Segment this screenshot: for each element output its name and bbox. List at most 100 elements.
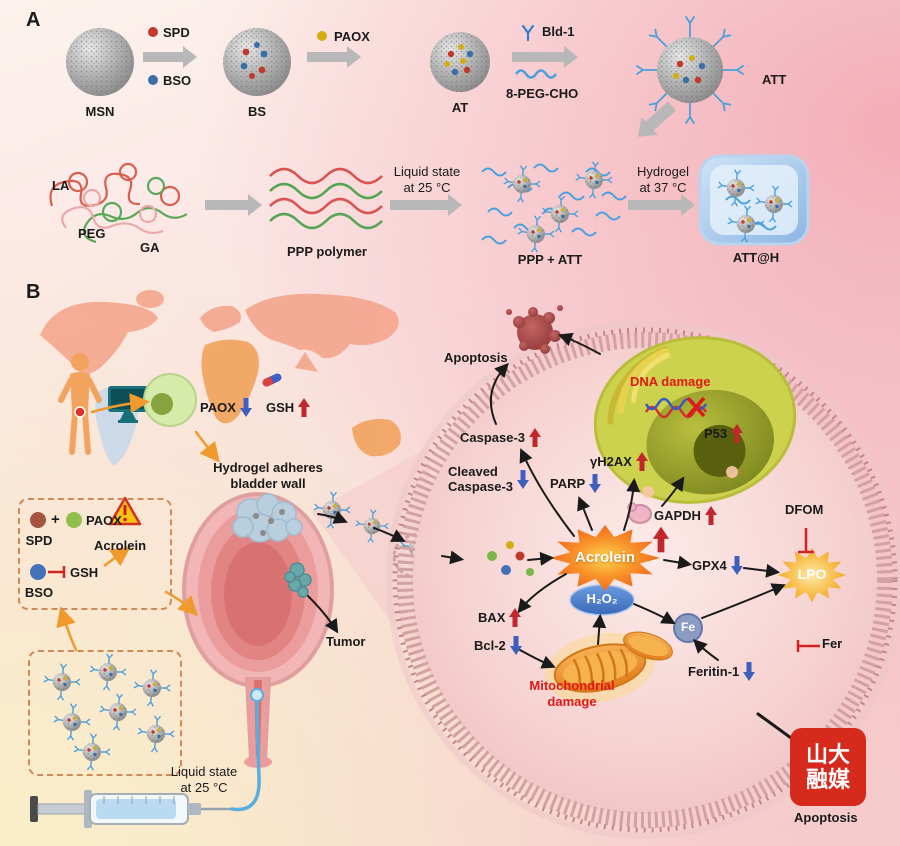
gpx4-down-arrow bbox=[731, 556, 743, 575]
paox-down-arrow bbox=[240, 398, 252, 417]
atth-hydrogel-block bbox=[698, 154, 810, 246]
adheres-label: Hydrogel adheres bladder wall bbox=[213, 460, 323, 492]
bcl2-label: Bcl-2 bbox=[474, 638, 506, 653]
cleaved-caspase3-row: Cleaved Caspase-3 bbox=[448, 464, 529, 494]
arrow-row1-row2 bbox=[637, 101, 677, 137]
nanoparticle-box bbox=[28, 650, 182, 776]
bs-sphere bbox=[223, 28, 291, 96]
panel-a-label: A bbox=[26, 9, 41, 31]
panel-b-label: B bbox=[26, 281, 41, 303]
arrow-at-att bbox=[512, 46, 578, 68]
logo-line2: 融媒 bbox=[805, 767, 850, 792]
copolymer-coils bbox=[49, 162, 188, 244]
plus-sign: + bbox=[51, 511, 60, 528]
ppp-polymer-label: PPP polymer bbox=[287, 244, 367, 259]
arrow-bs-at bbox=[307, 46, 361, 68]
mitochondria bbox=[544, 631, 673, 704]
ppp-polymer-waves bbox=[269, 167, 383, 230]
peg-label: PEG bbox=[78, 226, 106, 241]
catheter-tube bbox=[230, 698, 261, 812]
bax-label: BAX bbox=[478, 610, 506, 625]
released-cargo-dots bbox=[487, 541, 534, 576]
gapdh-row: GAPDH bbox=[654, 506, 717, 525]
parp-down-arrow bbox=[589, 474, 601, 493]
feritin1-down-arrow bbox=[743, 662, 755, 681]
paox-dot-icon bbox=[317, 31, 327, 41]
p53-label: P53 bbox=[704, 426, 728, 441]
cleaved-caspase3-down-arrow bbox=[517, 470, 529, 489]
feritin1-label: Feritin-1 bbox=[688, 664, 740, 679]
arrow-msn-bs bbox=[143, 46, 197, 68]
box1-gsh-label: GSH bbox=[70, 565, 99, 580]
p53-row: P53 bbox=[704, 424, 743, 443]
bso-label: BSO bbox=[163, 73, 192, 88]
bax-up-arrow bbox=[509, 608, 521, 627]
fe-label: Fe bbox=[680, 620, 695, 634]
gh2ax-up-arrow bbox=[636, 452, 648, 471]
bladder-site-dot bbox=[74, 406, 86, 418]
box1-paox-label: PAOX bbox=[86, 513, 122, 528]
at-label: AT bbox=[451, 100, 469, 115]
capsule-icon bbox=[262, 373, 282, 387]
msn-label: MSN bbox=[85, 104, 115, 119]
gpx4-label: GPX4 bbox=[692, 558, 727, 573]
fe-circle bbox=[673, 613, 703, 643]
h2o2-label: H₂O₂ bbox=[586, 591, 618, 606]
hydrogel-cluster bbox=[232, 493, 303, 543]
box1-bso-label: BSO bbox=[24, 585, 54, 600]
gsh-row: GSH bbox=[266, 398, 310, 417]
peg-cho-label: 8-PEG-CHO bbox=[506, 86, 579, 101]
patient-figure bbox=[58, 353, 102, 455]
orange-arrows bbox=[56, 393, 220, 652]
arrow-ppp-mix bbox=[390, 194, 462, 216]
lpo-label: LPO bbox=[797, 566, 827, 582]
acrolein-starburst bbox=[550, 525, 660, 591]
gsh-label-b: GSH bbox=[266, 400, 295, 415]
paox-label-b: PAOX bbox=[200, 400, 236, 415]
caspase3-up-arrow bbox=[529, 428, 541, 447]
p53-up-arrow bbox=[731, 424, 743, 443]
reaction-box-contents bbox=[30, 496, 142, 580]
panel-b-graphics bbox=[30, 290, 900, 839]
brand-logo: 山大 融媒 bbox=[790, 728, 866, 806]
parp-label: PARP bbox=[550, 476, 586, 491]
gpx4-row: GPX4 bbox=[692, 556, 743, 575]
catheter-balloon bbox=[250, 688, 264, 702]
gh2ax-row: γH2AX bbox=[590, 452, 648, 471]
box1-spd-label: SPD bbox=[25, 533, 53, 548]
gh2ax-label: γH2AX bbox=[590, 454, 632, 469]
lpo-starburst bbox=[778, 547, 846, 603]
fer-inhibition bbox=[796, 640, 820, 652]
liquid-state-label-b: Liquid state at 25 °C bbox=[170, 764, 238, 796]
paox-row: PAOX bbox=[200, 398, 252, 417]
acrolein-up-arrow bbox=[653, 527, 669, 553]
tumor-label: Tumor bbox=[326, 634, 366, 649]
msn-sphere bbox=[66, 28, 134, 96]
gapdh-label: GAPDH bbox=[654, 508, 701, 523]
caspase3-label: Caspase-3 bbox=[460, 430, 526, 445]
sparkle bbox=[642, 486, 654, 498]
peg-cho-chain-icon bbox=[514, 69, 558, 79]
arrow-mix-gel bbox=[628, 194, 695, 216]
bcl2-down-arrow bbox=[510, 636, 522, 655]
liquid-state-label-a: Liquid state at 25 °C bbox=[393, 164, 461, 196]
att-particle bbox=[636, 16, 744, 124]
hydrogel-state-label: Hydrogel at 37 °C bbox=[636, 164, 690, 196]
apoptotic-body bbox=[506, 305, 563, 354]
mito-damage-label: Mitochondrial damage bbox=[529, 678, 615, 710]
parp-row: PARP bbox=[550, 474, 601, 493]
att-label: ATT bbox=[762, 72, 787, 87]
acrolein-reaction-box bbox=[18, 498, 172, 610]
gapdh-up-arrow bbox=[705, 506, 717, 525]
caspase3-row: Caspase-3 bbox=[460, 428, 541, 447]
bax-row: BAX bbox=[478, 608, 521, 627]
apoptosis-bottom-label: Apoptosis bbox=[794, 810, 858, 825]
ga-label: GA bbox=[140, 240, 160, 255]
dfom-inhibition bbox=[798, 528, 814, 554]
feritin1-row: Feritin-1 bbox=[688, 662, 755, 681]
dna-damage-icon bbox=[644, 396, 708, 419]
paox-label-a: PAOX bbox=[334, 29, 370, 44]
panel-a-graphics bbox=[49, 16, 810, 253]
world-map bbox=[40, 290, 401, 466]
